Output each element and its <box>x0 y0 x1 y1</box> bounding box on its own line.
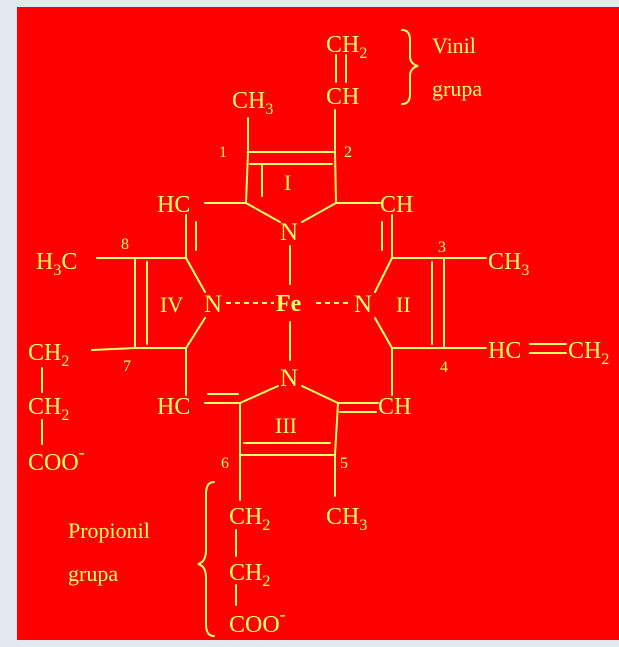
ring-ii-label: II <box>396 292 411 317</box>
hc-lower-left-label: HC <box>157 394 190 420</box>
position-number-1: 1 <box>219 144 227 161</box>
ring-iv-label: IV <box>160 292 183 317</box>
ch2-propionyl-2-label: CH2 <box>229 560 270 590</box>
coo-left-label: COO- <box>28 442 85 476</box>
propionil-brace <box>197 481 215 637</box>
ring-ii-bonds <box>374 214 567 396</box>
ring-i-bonds <box>204 54 381 223</box>
hc-upper-left-label: HC <box>157 192 190 218</box>
hc-vinyl-right-hc-label: HC <box>488 338 521 364</box>
ch-lower-right-label: CH <box>378 394 411 420</box>
ch3-right-label: CH3 <box>488 249 529 279</box>
hc-vinyl-right-ch2-label: CH2 <box>568 338 609 368</box>
slide-panel <box>17 7 619 640</box>
vinil-group-label-line2: grupa <box>432 76 482 101</box>
nitrogen-top-label: N <box>280 219 298 246</box>
nitrogen-right-label: N <box>354 291 372 318</box>
fe-coordination-bonds <box>226 245 350 361</box>
ch3-bottom-label: CH3 <box>326 504 367 534</box>
ring-iii-label: III <box>275 413 297 438</box>
position-number-6: 6 <box>221 455 229 472</box>
ring-iv-bonds <box>41 214 206 445</box>
position-number-7: 7 <box>123 358 131 375</box>
position-number-3: 3 <box>438 239 446 256</box>
nitrogen-left-label: N <box>204 291 222 318</box>
propionil-group-label-line1: Propionil <box>68 518 150 543</box>
vinil-brace <box>401 29 419 105</box>
position-number-4: 4 <box>440 359 448 376</box>
ch-upper-right-label: CH <box>380 192 413 218</box>
nitrogen-bottom-label: N <box>280 365 298 392</box>
h3c-left-label: H3C <box>36 249 77 279</box>
position-number-2: 2 <box>344 144 352 161</box>
vinyl-ch-label: CH <box>326 84 359 110</box>
ch2-propionyl-1-label: CH2 <box>229 504 270 534</box>
position-number-5: 5 <box>340 455 348 472</box>
ring-i-label: I <box>284 170 291 195</box>
vinil-group-label-line1: Vinil <box>432 33 476 58</box>
ch3-top-label: CH3 <box>232 88 273 118</box>
iron-center-label: Fe <box>276 291 302 317</box>
vinyl-ch2-label: CH2 <box>326 32 367 62</box>
ring-iii-bonds <box>204 385 379 606</box>
ch2-left-1-label: CH2 <box>28 340 69 370</box>
ch2-left-2-label: CH2 <box>28 394 69 424</box>
propionil-group-label-line2: grupa <box>68 561 118 586</box>
coo-bottom-label: COO- <box>229 604 286 638</box>
position-number-8: 8 <box>121 236 129 253</box>
